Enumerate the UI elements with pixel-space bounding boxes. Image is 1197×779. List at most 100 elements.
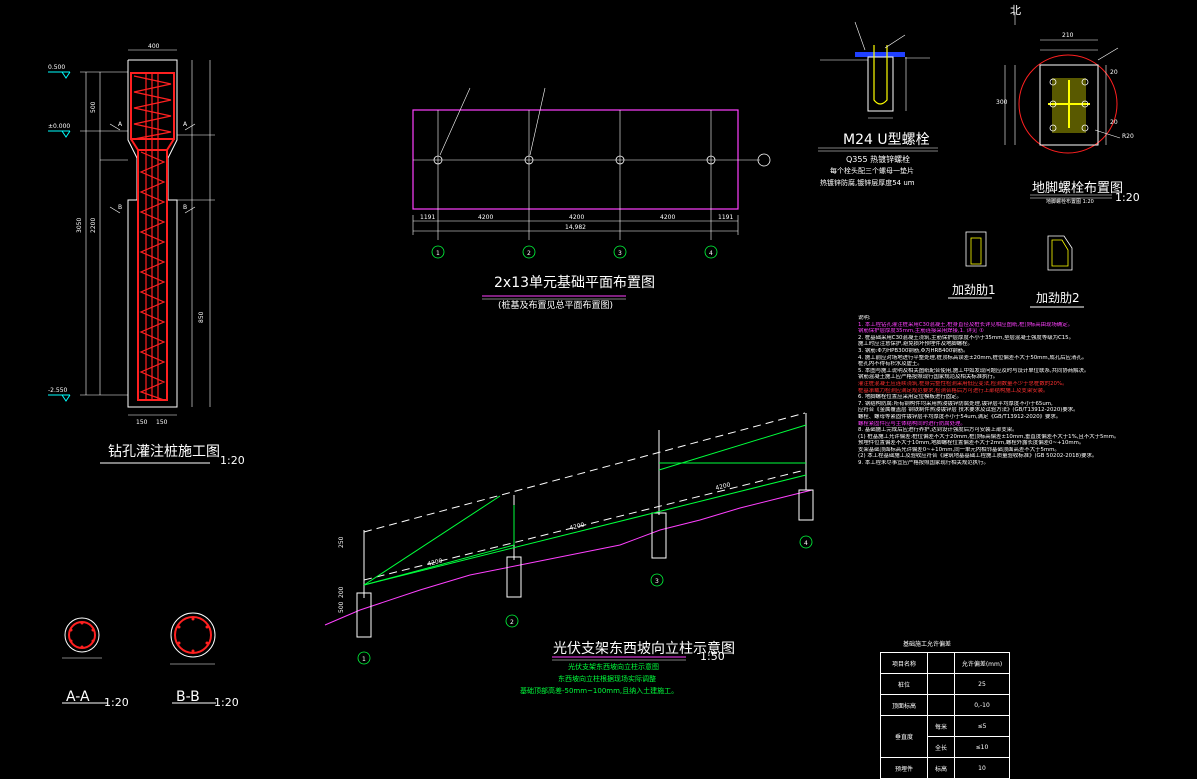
tolerance-table-title: 基础施工允许偏差	[903, 641, 952, 648]
table-cell: 顶面标高	[880, 694, 928, 716]
table-cell: 10	[954, 757, 1010, 779]
stiffener-1	[948, 231, 992, 299]
dim-label: 400	[148, 43, 160, 50]
table-cell: 每米	[927, 715, 955, 737]
note-line: 施工时应注意保护,避免损坏预埋件及地脚螺栓。	[858, 341, 973, 348]
note-line: 9. 本工程未尽事宜应严格按照国家现行相关规范执行。	[858, 460, 989, 467]
note-line: 3. 钢筋:Φ为HPB300钢筋,Φ为HRB400钢筋。	[858, 347, 969, 354]
elevation-scale: 1:50	[700, 650, 725, 663]
pile-title: 钻孔灌注桩施工图	[108, 444, 220, 460]
elev-dim: 250	[338, 536, 345, 548]
u-bolt-note-2: 每个栓头配三个螺母一垫片	[830, 167, 914, 175]
note-line: 螺栓紧固件应与主体结构同时进行防腐处理。	[858, 420, 966, 427]
note-line: 8. 基础施工完成后应进行养护,达到设计强度后方可安装上部支架。	[858, 427, 1018, 434]
pile-dim-labels: 400 500 3050 2200 850 150 150 A A B B	[76, 43, 205, 426]
u-bolt-detail	[818, 21, 938, 152]
elevation-note-1: 光伏支架东西坡向立柱示意图	[568, 663, 659, 671]
note-line: 螺栓、螺母等紧固件镀锌层平均厚度不小于54um,满足《GB/T13912-202…	[858, 413, 1062, 420]
table-cell	[927, 694, 955, 716]
note-line: 5. 本图与施工说明及相关图纸配合使用,施工中如发现问题应及时与设计单位联系,共…	[858, 367, 1090, 374]
note-line: 2. 桩基础采用C30混凝土浇筑,主筋保护层厚度不小于35mm,垫层混凝土强度等…	[858, 334, 1075, 341]
anchor-scale: 1:20	[1115, 191, 1140, 204]
elev-axis: 2	[510, 619, 514, 626]
table-cell: 允许偏差(mm)	[954, 652, 1010, 674]
section-mark: B	[118, 204, 122, 211]
level-top-label: 0.500	[48, 64, 65, 71]
plan-dim: 1191	[718, 214, 733, 221]
u-bolt-title: M24 U型螺栓	[843, 132, 930, 148]
section-aa	[62, 617, 108, 704]
note-line: 说明:	[858, 315, 871, 321]
ground-line	[324, 489, 813, 626]
table-row: 顶面标高 0,-10	[880, 694, 1010, 716]
note-line: 桩孔内不得有积水及虚土。	[858, 361, 923, 368]
anchor-dim: 300	[996, 99, 1008, 106]
section-bb-scale: 1:20	[214, 696, 239, 709]
table-cell: 桩位	[880, 673, 928, 695]
pile-scale: 1:20	[220, 454, 245, 467]
axis-label: 3	[618, 250, 622, 257]
table-cell: 预埋件	[880, 757, 928, 779]
dim-label: 2200	[90, 218, 97, 233]
elev-dim: 4200	[427, 557, 444, 568]
table-cell: 垂直度	[880, 715, 928, 758]
anchor-bolt-layout	[1004, 12, 1121, 199]
anchor-note: 地脚螺栓布置图 1:20	[1046, 199, 1094, 205]
north-arrow: 北	[1010, 4, 1021, 17]
table-row: 桩位 25	[880, 673, 1010, 695]
tolerance-table: 项目名称 允许偏差(mm) 桩位 25 顶面标高 0,-10 垂直度 每米 ≤5…	[880, 652, 1010, 779]
table-cell: 全长	[927, 736, 955, 758]
pile-drawing: 0.500 ±0.000 -2.550 400 500 3050 2200 85…	[48, 43, 215, 464]
elev-dim: 4200	[715, 481, 732, 492]
note-line: 6. 地脚螺栓位置应采用定位模板进行固定。	[858, 394, 962, 401]
elev-dim: 4200	[569, 521, 586, 532]
table-cell: 0,-10	[954, 694, 1010, 716]
section-bb-title: B-B	[176, 689, 200, 705]
elev-dim: 200	[338, 586, 345, 598]
elevation-title: 光伏支架东西坡向立柱示意图	[553, 641, 735, 657]
note-line: 桩基承载力检测应满足规范要求,检测合格后方可进行上部结构施工及支架安装。	[858, 387, 1049, 394]
elevation-note-3: 基础顶部高差-50mm~100mm,且纳入土建施工。	[520, 687, 679, 695]
plan-subtitle: (桩基及布置见总平面布置图)	[498, 301, 614, 311]
note-line: 钢筋混凝土施工应严格按照现行国家规范及相关标准执行。	[858, 374, 999, 381]
table-cell: 项目名称	[880, 652, 928, 674]
note-line: 4. 施工前应对场地进行平整处理,桩顶标高误差±20mm,桩位偏差不大于50mm…	[858, 354, 1088, 361]
note-line: 灌注桩混凝土应连续浇筑,桩身完整性检测采用低应变法,检测数量不少于总桩数的20%…	[858, 380, 1068, 387]
section-mark: A	[118, 121, 123, 128]
dim-label: 3050	[76, 218, 83, 233]
plan-title: 2x13单元基础平面布置图	[494, 275, 656, 291]
u-bolt-note-3: 热镀锌防腐,镀锌层厚度54 um	[820, 179, 915, 187]
elevation-note-2: 东西坡向立柱根据现场实际调整	[558, 675, 656, 683]
foundation-plan: 1191 4200 4200 4200 1191 14,982 1 2 3 4	[412, 87, 771, 300]
plan-dim: 4200	[478, 214, 493, 221]
axis-label: 4	[709, 250, 713, 257]
table-cell: 25	[954, 673, 1010, 695]
plan-dim: 1191	[420, 214, 435, 221]
elev-axis: 1	[362, 656, 366, 663]
level-zero-label: ±0.000	[48, 123, 70, 130]
table-cell	[927, 652, 955, 674]
plan-dim-total: 14,982	[565, 224, 586, 231]
section-bb	[170, 612, 216, 704]
dim-label: 850	[198, 311, 205, 323]
pile-level-labels: 0.500 ±0.000 -2.550	[48, 64, 70, 394]
note-line: 支架基础顶面标高允许偏差0~+10mm,同一单元内相邻基础顶面高差不大于5mm。	[858, 446, 1060, 453]
level-bottom-label: -2.550	[48, 387, 68, 394]
note-line: 钢筋保护层厚度35mm,主筋连接采用焊接,1. 详见 ①	[858, 328, 984, 335]
axis-label: 2	[527, 250, 531, 257]
table-cell	[927, 673, 955, 695]
table-row: 垂直度 每米 ≤5	[880, 715, 1010, 758]
dim-label: 150	[156, 419, 168, 426]
anchor-dim: 20	[1110, 69, 1118, 76]
table-row: 项目名称 允许偏差(mm)	[880, 652, 1010, 674]
table-row: 全长 ≤10	[881, 736, 1010, 758]
elev-axis: 3	[655, 578, 659, 585]
note-line: (2) 本工程基础施工及验收应符合《建筑地基基础工程施工质量验收标准》(GB 5…	[858, 453, 1098, 460]
note-line: 预埋件位置偏差不大于10mm,地脚螺栓位置偏差不大于2mm,螺栓外露长度偏差0~…	[858, 440, 1085, 447]
table-row: 预埋件 标高 10	[880, 757, 1010, 779]
dim-label: 150	[136, 419, 148, 426]
note-line: 7. 钢结构防腐:所有钢构件均采用热浸镀锌防腐处理,镀锌层平均厚度不小于65um…	[858, 400, 1053, 407]
u-bolt-note-1: Q355 热镀锌螺栓	[846, 155, 911, 164]
stiffener-2-title: 加劲肋2	[1036, 291, 1080, 305]
